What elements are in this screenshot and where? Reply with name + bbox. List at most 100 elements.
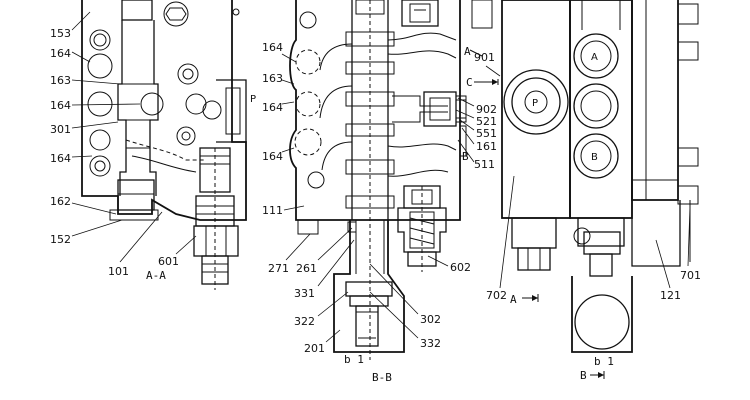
aa-passage [125, 139, 204, 161]
aa-port-1-inner [93, 33, 107, 47]
bb-passage-lower [387, 143, 457, 177]
bb-passage-middle [392, 95, 448, 123]
leader-601 [175, 235, 197, 255]
leader-301 [71, 121, 119, 129]
bb-side-check-inner [429, 97, 451, 121]
label-902: 902 [476, 103, 497, 116]
label-271: 271 [268, 262, 289, 275]
view-marker-letters: A A B B C [462, 45, 587, 382]
leader-111 [283, 205, 305, 211]
leader-164f [281, 147, 295, 153]
aa-top-bolt [163, 1, 189, 27]
label-301: 301 [50, 123, 71, 136]
ext-a-port-outer [573, 33, 619, 79]
bb-bottom-cap [345, 281, 393, 297]
aa-port-1 [89, 29, 111, 51]
label-164-e: 164 [262, 101, 283, 114]
view-marker-c-side: C [466, 76, 473, 89]
label-332: 332 [420, 337, 441, 350]
bb-body-outline [289, 0, 461, 221]
bb-scallop-top [299, 11, 317, 29]
aa-top-hex [165, 7, 187, 21]
leader-322 [317, 291, 349, 317]
aa-passage-wall [131, 155, 197, 173]
leader-152 [71, 219, 123, 237]
ext-a-port-inner [580, 40, 612, 72]
bb-plug-lines [356, 311, 378, 339]
label-701: 701 [680, 269, 701, 282]
leader-901 [485, 65, 501, 77]
ext-center-valve-hex [583, 231, 621, 255]
ext-bolt-3 [677, 147, 699, 167]
leader-261 [317, 227, 353, 261]
ext-bottom-bracket [631, 200, 681, 267]
label-602: 602 [450, 261, 471, 274]
section-label-bb: B-B [372, 371, 392, 384]
arrow-c-head [492, 79, 498, 85]
aa-port-5 [89, 155, 111, 177]
arrow-a-left [469, 49, 483, 57]
label-162: 162 [50, 195, 71, 208]
view-marker-a-bottom: A [510, 293, 517, 306]
leader-332 [369, 291, 419, 339]
bb-passage-left [319, 43, 353, 171]
leader-163b [281, 79, 295, 85]
leader-153 [71, 11, 91, 31]
label-164-d: 164 [262, 41, 283, 54]
aa-port-2 [87, 53, 113, 79]
ext-mid-port-inner [580, 90, 612, 122]
label-121: 121 [660, 289, 681, 302]
bb-bottom-plug [355, 305, 379, 347]
ext-left-valve [511, 217, 557, 249]
leader-902 [457, 97, 475, 107]
ext-bolt-4 [677, 185, 699, 205]
bb-lower-valve-body [397, 207, 447, 253]
port-letter-p-right: P [532, 98, 538, 109]
external-view [501, 0, 699, 353]
aa-bottom-plug [117, 179, 155, 211]
view-marker-b-bottom: B [580, 369, 587, 382]
ext-bolt-2 [677, 41, 699, 61]
ext-p-port-inner [524, 90, 548, 114]
aa-spool-bore [117, 20, 159, 196]
ext-bottom-housing [571, 276, 633, 353]
leader-164b [71, 103, 141, 106]
leader-521 [455, 109, 475, 119]
ext-center-valve-nut [589, 253, 613, 277]
bb-scallop-2 [295, 91, 321, 117]
bb-bottom-housing [333, 220, 405, 353]
ext-center-valve [577, 217, 625, 247]
ext-center-valve-bolt [573, 227, 591, 245]
ext-b-port-outer [573, 133, 619, 179]
bb-seal-261 [347, 221, 357, 233]
bb-plate-271 [297, 219, 319, 235]
bb-passage-upper [387, 32, 457, 59]
label-163-a: 163 [50, 74, 71, 87]
aa-port-4 [89, 129, 111, 151]
label-111: 111 [262, 204, 283, 217]
aa-port-10 [140, 92, 164, 116]
aa-port-6-inner [182, 68, 194, 80]
label-164-b: 164 [50, 99, 71, 112]
label-322: 322 [294, 315, 315, 328]
bb-spool-bore [351, 0, 389, 220]
leader-331 [317, 239, 355, 287]
leader-162 [71, 202, 117, 215]
leader-511 [457, 139, 475, 163]
aa-rv-hex-nut [193, 225, 239, 257]
leader-164d [281, 53, 297, 63]
label-551: 551 [476, 127, 497, 140]
bb-bottom-seal [349, 295, 389, 307]
aa-port-9 [176, 126, 196, 146]
arrow-b-bottom-head [598, 372, 604, 378]
aa-port-9-inner [181, 131, 191, 141]
leader-121 [655, 239, 671, 289]
section-labels: A-A B-B b 1 b 1 [146, 269, 614, 384]
bb-right-plate [471, 0, 493, 29]
label-164-c: 164 [50, 152, 71, 165]
aa-plug-cap [109, 209, 159, 221]
leader-101 [119, 211, 163, 263]
section-bb-view [289, 0, 493, 360]
label-164-a: 164 [50, 47, 71, 60]
